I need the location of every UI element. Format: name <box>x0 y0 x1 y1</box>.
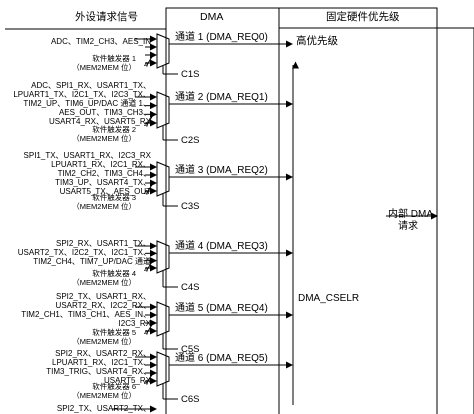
internal-request-line-1: 内部 DMA <box>388 209 433 220</box>
signal-text-ch3: TIM2_CH2、TIM3_CH4、 <box>57 169 151 178</box>
trigger-text-ch6: （MEM2MEM 位） <box>72 391 136 400</box>
signal-text-ch6: LPUART1_RX、I2C1_TX、 <box>52 358 151 367</box>
select-label-ch4: C4S <box>181 282 200 293</box>
dma-cselr-label: DMA_CSELR <box>298 293 360 304</box>
channel-label-ch3: 通道 3 (DMA_REQ2) <box>175 165 268 176</box>
mux-ch5 <box>156 301 170 337</box>
internal-request-line-2: 请求 <box>398 221 418 232</box>
signal-text-ch6: TIM3_TRIG、USART4_RX、 <box>46 367 151 376</box>
bus-count-ch6: 4 <box>144 378 149 387</box>
signal-text-ch5: SPI2_TX、USART1_RX、 <box>56 292 151 301</box>
trigger-text-ch5: （MEM2MEM 位） <box>72 337 136 346</box>
bus-count-ch1: 4 <box>144 60 149 69</box>
high-priority-label: 高优先级 <box>296 35 338 47</box>
select-label-ch6: C6S <box>181 394 200 405</box>
trigger-text-ch6: 软件触发器 6 <box>92 382 136 391</box>
bus-count-ch2: 4 <box>144 120 149 129</box>
mux-ch4 <box>156 240 170 274</box>
signal-text-ch3: USART5_TX、AES_OUT <box>59 187 151 196</box>
bus-count-ch4: 4 <box>144 265 149 274</box>
select-label-ch2: C2S <box>181 135 200 146</box>
trigger-text-ch1: （MEM2MEM 位） <box>72 63 136 72</box>
signal-text-ch5: TIM2_CH1、TIM3_CH1、AES_IN、 <box>21 310 151 319</box>
trigger-text-ch2: （MEM2MEM 位） <box>72 134 136 143</box>
signal-text-ch6: USART5_RX <box>104 376 151 385</box>
bus-count-ch5: 4 <box>144 328 149 337</box>
signal-text-ch5: USART2_RX、I2C2_RX、 <box>55 301 151 310</box>
channel-label-ch6: 通道 6 (DMA_REQ5) <box>175 353 268 364</box>
dma-header: DMA <box>200 11 224 23</box>
trigger-text-ch4: 软件触发器 4 <box>92 269 136 278</box>
channel-label-ch4: 通道 4 (DMA_REQ3) <box>175 241 268 252</box>
signal-text-ch4: USART2_TX、I2C2_TX、I2C1_TX、 <box>17 248 151 257</box>
mux-ch1 <box>156 33 170 69</box>
bus-count-ch3: 4 <box>144 188 149 197</box>
bus-slash-ch2 <box>146 114 154 126</box>
signal-text-ch1: ADC、TIM2_CH3、AES_IN <box>50 37 151 46</box>
signal-text-ch3: LPUART1_RX、I2C1_RX、 <box>51 160 151 169</box>
select-label-ch5: C5S <box>181 344 200 355</box>
fixed-priority-header: 固定硬件优先级 <box>326 11 400 23</box>
bus-slash-ch5 <box>146 322 154 334</box>
signal-text-ch3: SPI1_TX、USART1_RX、I2C3_RX <box>23 151 151 160</box>
mux-ch6 <box>156 351 170 387</box>
signal-text-ch2: USART4_RX、USART5_RX <box>49 117 151 126</box>
select-label-ch3: C3S <box>181 201 200 212</box>
mux-ch3 <box>156 161 170 197</box>
bus-slash-ch1 <box>146 54 154 66</box>
channel-label-ch2: 通道 2 (DMA_REQ1) <box>175 92 268 103</box>
select-label-ch1: C1S <box>181 69 200 80</box>
peripheral-requests-header: 外设请求信号 <box>75 11 138 23</box>
trigger-text-ch2: 软件触发器 2 <box>92 125 136 134</box>
signal-text-ch5: I2C3_RX <box>118 319 151 328</box>
trigger-text-ch5: 软件触发器 5 <box>92 328 136 337</box>
signal-text-ch2: ADC、SPI1_RX、USART1_TX、 <box>31 81 151 90</box>
trigger-text-ch1: 软件触发器 1 <box>92 54 136 63</box>
trigger-text-ch4: （MEM2MEM 位） <box>72 278 136 287</box>
signal-text-ch6: SPI2_RX、USART2_RX、 <box>55 349 151 358</box>
channel-label-ch1: 通道 1 (DMA_REQ0) <box>175 32 268 43</box>
bus-slash-ch3 <box>146 182 154 194</box>
signal-text-ch4: TIM2_CH4、TIM7_UP/DAC 通道 <box>33 257 151 266</box>
signal-text-ch2: AES_OUT、TIM3_CH3、 <box>58 108 151 117</box>
bus-slash-ch4 <box>146 259 154 271</box>
trigger-text-ch3: （MEM2MEM 位） <box>72 202 136 211</box>
trigger-text-ch3: 软件触发器 3 <box>92 193 136 202</box>
signal-text-ch7: SPI2_TX、USART2_TX、 <box>56 404 151 413</box>
signal-text-ch2: TIM2_UP、TIM6_UP/DAC 通道 1、 <box>23 99 151 108</box>
signal-text-ch2: LPUART1_TX、I2C1_TX、I2C3_TX、 <box>13 90 151 99</box>
channel-label-ch5: 通道 5 (DMA_REQ4) <box>175 303 268 314</box>
signal-text-ch4: SPI2_RX、USART1_TX、 <box>56 239 151 248</box>
signal-text-ch3: TIM3_UP、USART4_TX、 <box>55 178 151 187</box>
mux-ch2 <box>156 91 170 129</box>
bus-slash-ch6 <box>146 372 154 384</box>
